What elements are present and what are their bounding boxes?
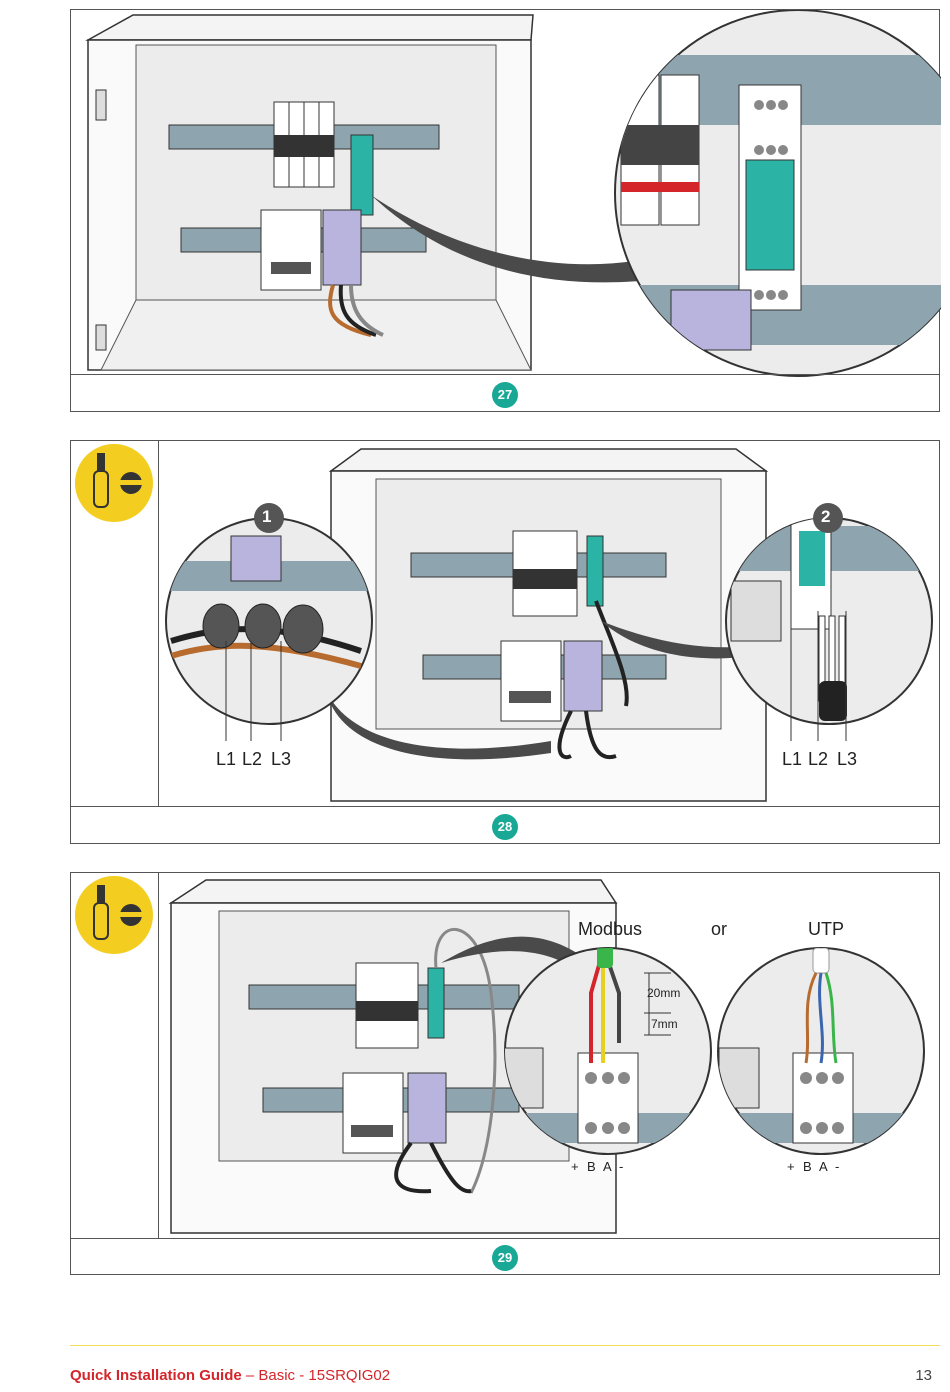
callout-2: 2 <box>821 507 831 526</box>
or-label: or <box>711 919 728 939</box>
step-27-bar: 27 <box>71 374 939 414</box>
cabinet <box>85 14 534 371</box>
guide-title: Quick Installation Guide <box>70 1367 242 1384</box>
footer-divider <box>70 1345 940 1346</box>
phase-label-l3-left: L3 <box>271 749 292 769</box>
step-29-bar: 29 <box>71 1238 939 1277</box>
phase-label-l2-left: L2 <box>242 749 263 769</box>
terminal-b-right: B <box>803 1159 812 1174</box>
phase-label-l1-left: L1 <box>216 749 237 769</box>
zoom-detail-left <box>165 517 373 741</box>
step-number-badge: 29 <box>492 1245 518 1271</box>
terminal-plus-left: + <box>571 1159 579 1174</box>
phase-label-l2-right: L2 <box>808 749 829 769</box>
footer-title: Quick Installation Guide – Basic - 15SRQ… <box>70 1367 390 1384</box>
terminal-b-left: B <box>587 1159 596 1174</box>
step-number-badge: 28 <box>492 813 518 840</box>
phase-label-l3-right: L3 <box>837 749 858 769</box>
modbus-title: Modbus <box>578 919 643 939</box>
step-28-panel: 1 2 L1 L2 L3 L1 L2 L3 28 <box>70 440 940 844</box>
zoom-detail-right <box>725 517 933 741</box>
dimension-20mm: 20mm <box>647 986 681 1000</box>
screwdriver-icon <box>75 444 153 522</box>
step-29-illustration <box>168 879 925 1234</box>
terminal-minus-right: - <box>835 1159 840 1174</box>
page-number: 13 <box>915 1367 932 1384</box>
meter-device <box>260 209 322 291</box>
dimension-7mm: 7mm <box>651 1017 678 1031</box>
callout-2-bg <box>813 503 843 533</box>
utp-title: UTP <box>808 919 844 939</box>
callout-1-bg <box>254 503 284 533</box>
isolator-switch <box>322 209 362 286</box>
zoom-connector <box>371 195 651 283</box>
callout-1: 1 <box>262 507 272 526</box>
terminal-plus-right: + <box>787 1159 795 1174</box>
step-27-panel: 27 <box>70 9 941 414</box>
phase-label-l1-right: L1 <box>782 749 803 769</box>
utp-zoom <box>717 947 925 1155</box>
step-29-panel: Modbus or UTP 20mm 7mm + B A - + B A - 2… <box>70 872 940 1275</box>
circuit-breakers <box>273 101 335 188</box>
modbus-zoom <box>504 947 712 1155</box>
terminal-a-left: A <box>603 1159 612 1174</box>
screwdriver-icon <box>75 876 153 954</box>
step-number-badge: 27 <box>492 381 518 408</box>
step-28-bar: 28 <box>71 806 939 846</box>
step-27-illustration <box>85 10 941 377</box>
tool-column <box>71 441 159 806</box>
energy-meter-module <box>350 134 374 216</box>
terminal-minus-left: - <box>619 1159 624 1174</box>
terminal-a-right: A <box>819 1159 828 1174</box>
guide-subtitle: – Basic - 15SRQIG02 <box>241 1367 391 1384</box>
zoom-detail <box>614 10 941 377</box>
tool-column <box>71 873 159 1238</box>
step-28-illustration <box>165 448 933 802</box>
